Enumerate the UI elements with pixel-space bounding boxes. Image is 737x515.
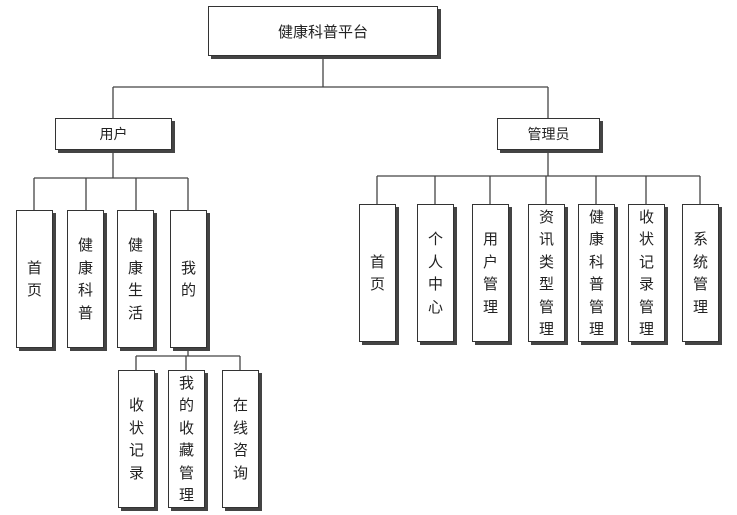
admin-child-records-mgmt: 收状记录管理 <box>628 204 665 342</box>
admin-child-label: 收状记录管理 <box>638 207 654 339</box>
user-child-health-science: 健康科普 <box>67 210 104 348</box>
my-child-label: 在线咨询 <box>232 396 248 482</box>
admin-child-label: 资讯类型管理 <box>538 207 554 339</box>
admin-node: 管理员 <box>497 118 600 150</box>
admin-label: 管理员 <box>527 127 570 143</box>
user-child-home: 首页 <box>16 210 53 348</box>
admin-child-home: 首页 <box>359 204 396 342</box>
admin-child-label: 系统管理 <box>692 230 708 316</box>
my-child-consult: 在线咨询 <box>222 370 259 508</box>
user-child-mine: 我的 <box>170 210 207 348</box>
user-child-label: 我的 <box>180 258 196 300</box>
user-child-healthy-life: 健康生活 <box>117 210 154 348</box>
admin-child-system-mgmt: 系统管理 <box>682 204 719 342</box>
root-node: 健康科普平台 <box>208 6 438 56</box>
my-child-records: 收状记录 <box>118 370 155 508</box>
admin-child-label: 健康科普管理 <box>588 207 604 339</box>
my-child-label: 我的收藏管理 <box>178 373 194 505</box>
my-child-favorites: 我的收藏管理 <box>168 370 205 508</box>
admin-child-user-mgmt: 用户管理 <box>472 204 509 342</box>
admin-child-label: 个人中心 <box>427 230 443 316</box>
user-child-label: 首页 <box>26 258 42 300</box>
user-label: 用户 <box>99 127 128 143</box>
admin-child-label: 首页 <box>369 252 385 294</box>
admin-child-label: 用户管理 <box>482 230 498 316</box>
root-label: 健康科普平台 <box>277 22 368 41</box>
user-child-label: 健康生活 <box>127 236 143 322</box>
admin-child-news-type-mgmt: 资讯类型管理 <box>528 204 565 342</box>
my-child-label: 收状记录 <box>128 396 144 482</box>
user-node: 用户 <box>55 118 172 150</box>
admin-child-health-science-mgmt: 健康科普管理 <box>578 204 615 342</box>
user-child-label: 健康科普 <box>77 236 93 322</box>
admin-child-personal-center: 个人中心 <box>417 204 454 342</box>
